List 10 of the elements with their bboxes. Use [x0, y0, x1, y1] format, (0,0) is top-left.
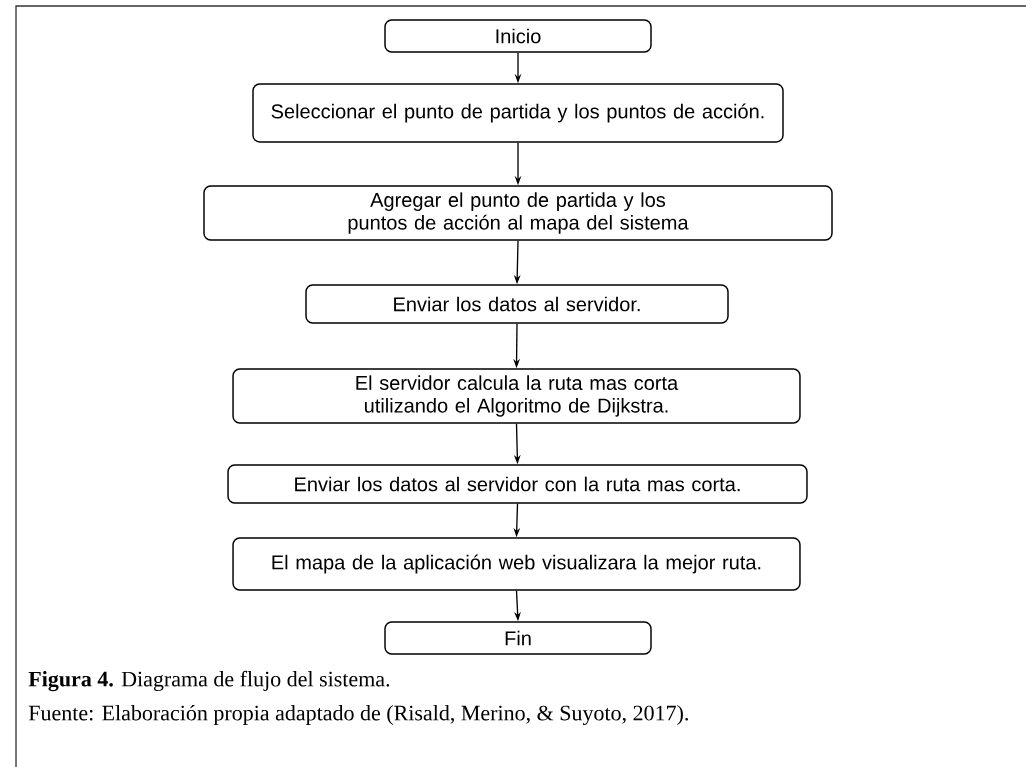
process-box: Agregar el punto de partida y los puntos de acción al mapa del sistema	[203, 185, 833, 241]
process-box: Enviar los datos al servidor con la ruta mas corta.	[227, 464, 808, 504]
process-box: Inicio	[384, 19, 652, 53]
process-box: Enviar los datos al servidor.	[305, 284, 729, 324]
process-box: El servidor calcula la ruta mas corta utilizando el Algoritmo de Dijkstra.	[232, 368, 801, 424]
process-box: El mapa de la aplicación web visualizara la mejor ruta.	[232, 537, 801, 591]
process-box: Seleccionar el punto de partida y los puntos de acción.	[252, 83, 784, 143]
process-box: Fin	[384, 621, 652, 655]
figure-caption: Figura 4. Diagrama de flujo del sistema.	[28, 670, 390, 692]
source-note: Fuente: Elaboración propia adaptado de (Risald, Merino, & Suyoto, 2017).	[28, 705, 688, 725]
